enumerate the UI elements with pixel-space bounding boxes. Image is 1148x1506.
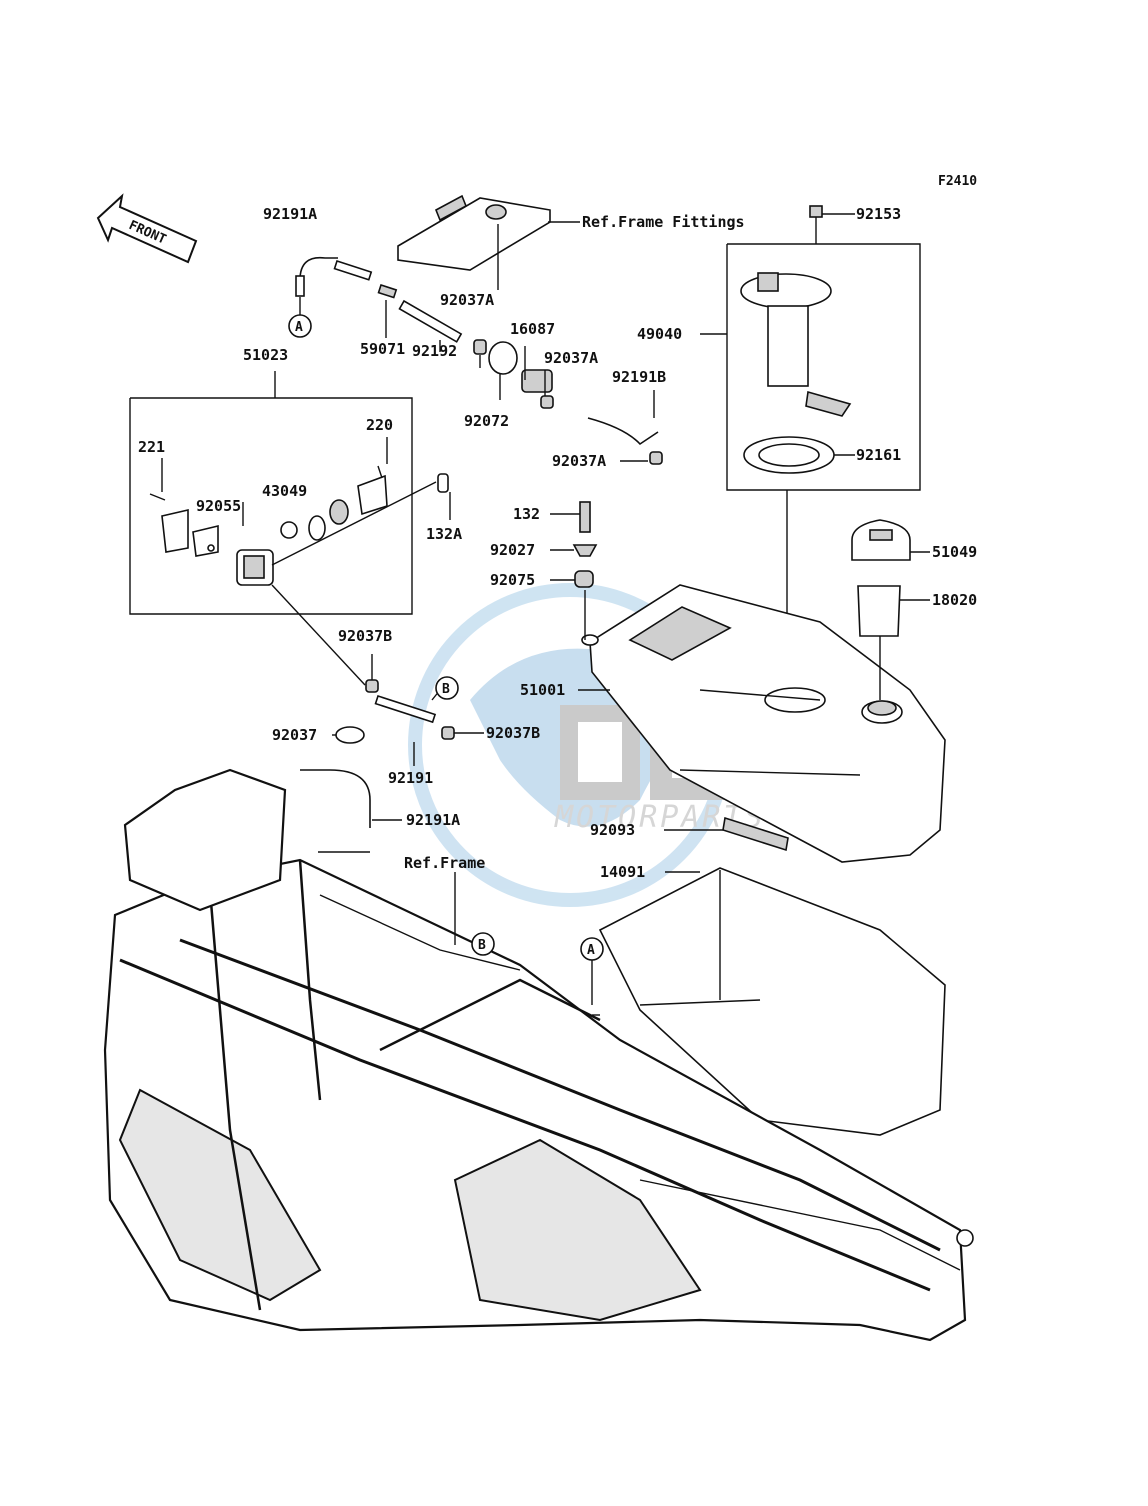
pump-opening — [764, 687, 826, 713]
tank-cap-group — [851, 519, 911, 700]
label-51049: 51049 — [932, 543, 977, 561]
callout-circle-b-mid: B — [435, 676, 459, 700]
callout-b-mid-text: B — [442, 682, 450, 697]
fuel-pump-assembly-box — [129, 371, 449, 615]
pump-body-49040 — [767, 305, 809, 387]
fuel-tank-51001 — [581, 584, 946, 863]
clamp-92037 — [335, 726, 365, 744]
callout-circle-a-top: A — [288, 314, 312, 338]
screw-92153 — [809, 205, 823, 218]
label-51023: 51023 — [243, 346, 288, 364]
label-14091: 14091 — [600, 863, 645, 881]
hose-92191b — [587, 417, 659, 446]
label-92153: 92153 — [856, 205, 901, 223]
label-92191a-top: 92191A — [263, 205, 317, 223]
label-16087: 16087 — [510, 320, 555, 338]
fitting-hole — [485, 204, 507, 220]
frame-fittings-bracket — [397, 194, 580, 271]
label-92055: 92055 — [196, 497, 241, 515]
callout-a-top-text: A — [295, 320, 303, 335]
pump-connector — [757, 272, 779, 292]
bolt-132 — [579, 501, 591, 533]
hose-92191a-straight — [333, 259, 373, 281]
filter-16087 — [521, 369, 553, 393]
label-92093: 92093 — [590, 821, 635, 839]
label-59071: 59071 — [360, 340, 405, 358]
label-220: 220 — [366, 416, 393, 434]
label-92191b: 92191B — [612, 368, 666, 386]
label-92037: 92037 — [272, 726, 317, 744]
filler-tube-18020 — [857, 585, 901, 637]
part-labels: 92191A 59071 92192 92037A 16087 92037A 9… — [138, 205, 977, 881]
label-92037a-1: 92037A — [440, 291, 494, 309]
collar-92027 — [572, 544, 598, 557]
label-92191a-bottom: 92191A — [406, 811, 460, 829]
vehicle-frame — [103, 768, 974, 1342]
diaphragm-43049 — [280, 521, 298, 539]
clamp-92037a-2 — [540, 395, 554, 409]
label-132a: 132A — [426, 525, 462, 543]
grommet-92075 — [574, 570, 594, 588]
callout-a-frame-text: A — [587, 943, 595, 958]
o-ring — [308, 515, 326, 541]
leader-lines — [161, 213, 930, 1016]
nipple-132a — [437, 473, 449, 493]
clamp-92037b-1 — [365, 679, 379, 693]
label-49040: 49040 — [637, 325, 682, 343]
pump-flange — [740, 273, 832, 309]
callout-b-frame-text: B — [478, 938, 486, 953]
clamp-92037b-2 — [441, 726, 455, 740]
label-92037a-3: 92037A — [552, 452, 606, 470]
valve-cap-220 — [357, 474, 388, 516]
label-92191: 92191 — [388, 769, 433, 787]
hose-end-92191a — [295, 275, 305, 297]
fuel-pump-window — [243, 555, 265, 579]
label-92075: 92075 — [490, 571, 535, 589]
label-18020: 18020 — [932, 591, 977, 609]
pump-cover-plate — [161, 508, 189, 553]
joint-59071 — [377, 283, 398, 299]
pump-gasket-plate — [192, 524, 219, 557]
clamp-92037a-1 — [473, 339, 487, 355]
front-arrow-icon: FRONT — [96, 193, 198, 264]
tank-mount-hole — [581, 634, 599, 646]
figure-code: F2410 — [938, 174, 977, 189]
label-92072: 92072 — [464, 412, 509, 430]
label-92037b-1: 92037B — [338, 627, 392, 645]
check-valve — [329, 499, 349, 525]
label-92192: 92192 — [412, 342, 457, 360]
label-ref-frame-fittings: Ref.Frame Fittings — [582, 213, 745, 231]
label-ref-frame: Ref.Frame — [404, 854, 485, 872]
label-221: 221 — [138, 438, 165, 456]
label-92037a-2: 92037A — [544, 349, 598, 367]
label-92161: 92161 — [856, 446, 901, 464]
tank-mount-parts — [572, 501, 598, 640]
label-51001: 51001 — [520, 681, 565, 699]
tank-tray-group — [598, 816, 946, 1136]
callout-circle-b-frame: B — [471, 932, 495, 956]
label-92037b-2: 92037B — [486, 724, 540, 742]
label-43049: 43049 — [262, 482, 307, 500]
callout-circle-a-frame: A — [580, 937, 604, 961]
in-tank-pump-box — [700, 205, 921, 700]
hose-92191a-lower — [300, 769, 371, 828]
label-92027: 92027 — [490, 541, 535, 559]
upper-fuel-lines — [295, 256, 663, 465]
clamp-92037a-3 — [649, 451, 663, 465]
pump-strainer — [805, 390, 852, 417]
pad-92093 — [722, 816, 789, 852]
label-132: 132 — [513, 505, 540, 523]
tank-tray-14091 — [598, 867, 946, 1136]
hose-92192 — [398, 299, 463, 343]
hose-92191 — [374, 694, 437, 724]
damper-92072 — [488, 341, 518, 375]
